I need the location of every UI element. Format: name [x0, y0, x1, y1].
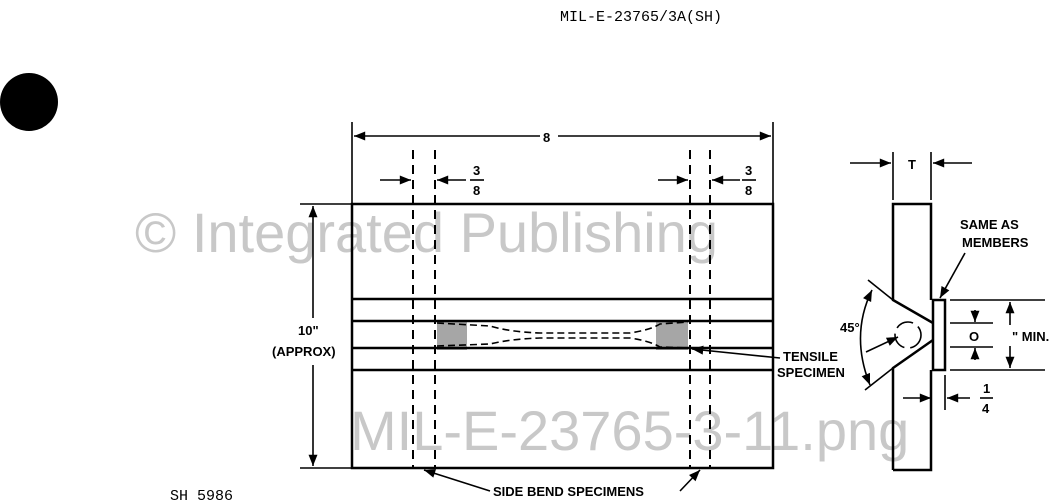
- min-label: " MIN.: [1012, 329, 1049, 344]
- side-bend-callout: SIDE BEND SPECIMENS: [423, 469, 701, 499]
- side-bend-label: SIDE BEND SPECIMENS: [493, 484, 644, 499]
- spec-number: MIL-E-23765/3A(SH): [560, 9, 722, 26]
- height-dimension: 10" (APPROX): [272, 203, 352, 469]
- tensile-label-2: SPECIMEN: [777, 365, 845, 380]
- tensile-label-1: TENSILE: [783, 349, 838, 364]
- figure-code: SH 5986: [170, 488, 233, 504]
- watermark-line-2: MIL-E-23765-3-11.png: [350, 399, 909, 462]
- width-dimension: 8: [351, 122, 774, 204]
- left-offset-dimension: 3 8: [380, 163, 484, 198]
- gap-label: O: [969, 329, 979, 344]
- specimen-grip-right: [656, 320, 688, 350]
- tensile-specimen-callout: TENSILE SPECIMEN: [691, 345, 845, 380]
- plate-side-view: T SAME AS MEMBERS 45° O " MIN. 1 4: [840, 152, 1049, 472]
- width-value: 8: [543, 130, 550, 145]
- height-value: 10": [298, 323, 319, 338]
- tensile-specimen-outline: [436, 321, 689, 349]
- punch-hole: [0, 73, 58, 131]
- backing-label-1: SAME AS: [960, 217, 1019, 232]
- backing-thickness-denominator: 4: [982, 401, 990, 416]
- right-offset-numerator: 3: [745, 163, 752, 178]
- left-offset-denominator: 8: [473, 183, 480, 198]
- backing-thickness-numerator: 1: [983, 381, 990, 396]
- angle-label: 45°: [840, 320, 860, 335]
- watermark-line-1: © Integrated Publishing: [135, 201, 718, 264]
- specimen-grip-left: [437, 320, 467, 350]
- height-note: (APPROX): [272, 344, 336, 359]
- right-offset-denominator: 8: [745, 183, 752, 198]
- plate-front-view: [350, 150, 775, 470]
- backing-label-2: MEMBERS: [962, 235, 1029, 250]
- left-offset-numerator: 3: [473, 163, 480, 178]
- right-offset-dimension: 3 8: [658, 163, 756, 198]
- thickness-label: T: [908, 157, 916, 172]
